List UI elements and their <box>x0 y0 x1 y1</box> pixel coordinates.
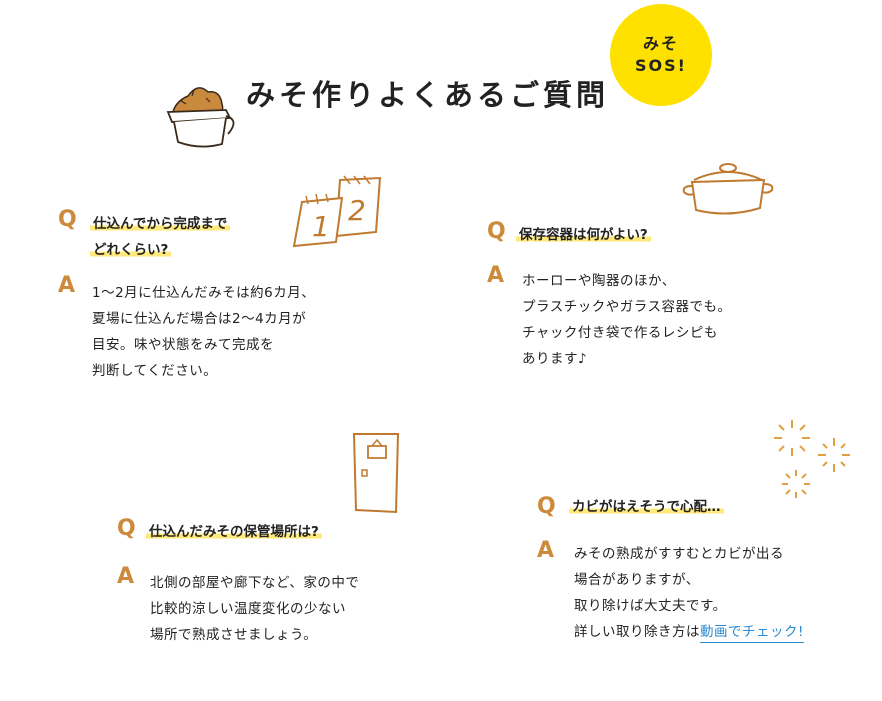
calendar-icon: 1 2 <box>292 175 382 248</box>
question-line: カビがはえそうで心配… <box>569 496 724 519</box>
answer-line: 目安。味や状態をみて完成を <box>92 337 274 353</box>
calendar-number-1: 1 <box>312 210 330 243</box>
q-mark: Q <box>487 219 506 244</box>
sparkle-icon <box>774 420 850 498</box>
answer-prefix: 詳しい取り除き方は <box>574 624 700 640</box>
answer-line: あります♪ <box>522 351 588 367</box>
answer-line: 取り除けば大丈夫です。 <box>574 598 727 614</box>
page-title: みそ作りよくあるご質問 <box>246 78 610 112</box>
answer-line-with-link: 詳しい取り除き方は動画でチェック! <box>574 619 804 645</box>
answer-line: 北側の部屋や廊下など、家の中で <box>150 575 360 591</box>
answer-line: 判断してください。 <box>92 363 218 379</box>
question-line: 仕込んでから完成まで <box>90 213 231 236</box>
sos-badge: みそ SOS! <box>610 4 712 106</box>
answer-line: みその熟成がすすむとカビが出る <box>574 546 784 562</box>
q-mark: Q <box>58 207 77 232</box>
answer-line: ホーローや陶器のほか、 <box>522 273 676 289</box>
answer-line: 比較的涼しい温度変化の少ない <box>150 601 346 617</box>
q-mark: Q <box>537 494 556 519</box>
answer-line: チャック付き袋で作るレシピも <box>522 325 718 341</box>
pot-icon <box>682 163 774 215</box>
a-mark: A <box>58 273 76 298</box>
a-mark: A <box>537 538 555 563</box>
answer-line: プラスチックやガラス容器でも。 <box>522 299 732 315</box>
answer-line: 場合がありますが、 <box>574 572 700 588</box>
calendar-number-2: 2 <box>348 194 366 227</box>
a-mark: A <box>487 263 505 288</box>
answer-line: 夏場に仕込んだ場合は2〜4カ月が <box>92 311 307 327</box>
door-icon <box>352 433 400 514</box>
question-line: 保存容器は何がよい? <box>516 224 651 247</box>
video-check-link[interactable]: 動画でチェック! <box>700 624 804 643</box>
miso-container-icon <box>166 87 235 148</box>
sos-badge-line1: みそ <box>642 34 679 53</box>
question-line: どれくらい? <box>90 239 172 262</box>
q-mark: Q <box>117 516 136 541</box>
answer-line: 1〜2月に仕込んだみそは約6カ月、 <box>92 285 316 301</box>
a-mark: A <box>117 564 135 589</box>
sos-badge-line2: SOS! <box>635 56 687 75</box>
question-line: 仕込んだみその保管場所は? <box>146 521 322 544</box>
answer-line: 場所で熟成させましょう。 <box>150 627 318 643</box>
